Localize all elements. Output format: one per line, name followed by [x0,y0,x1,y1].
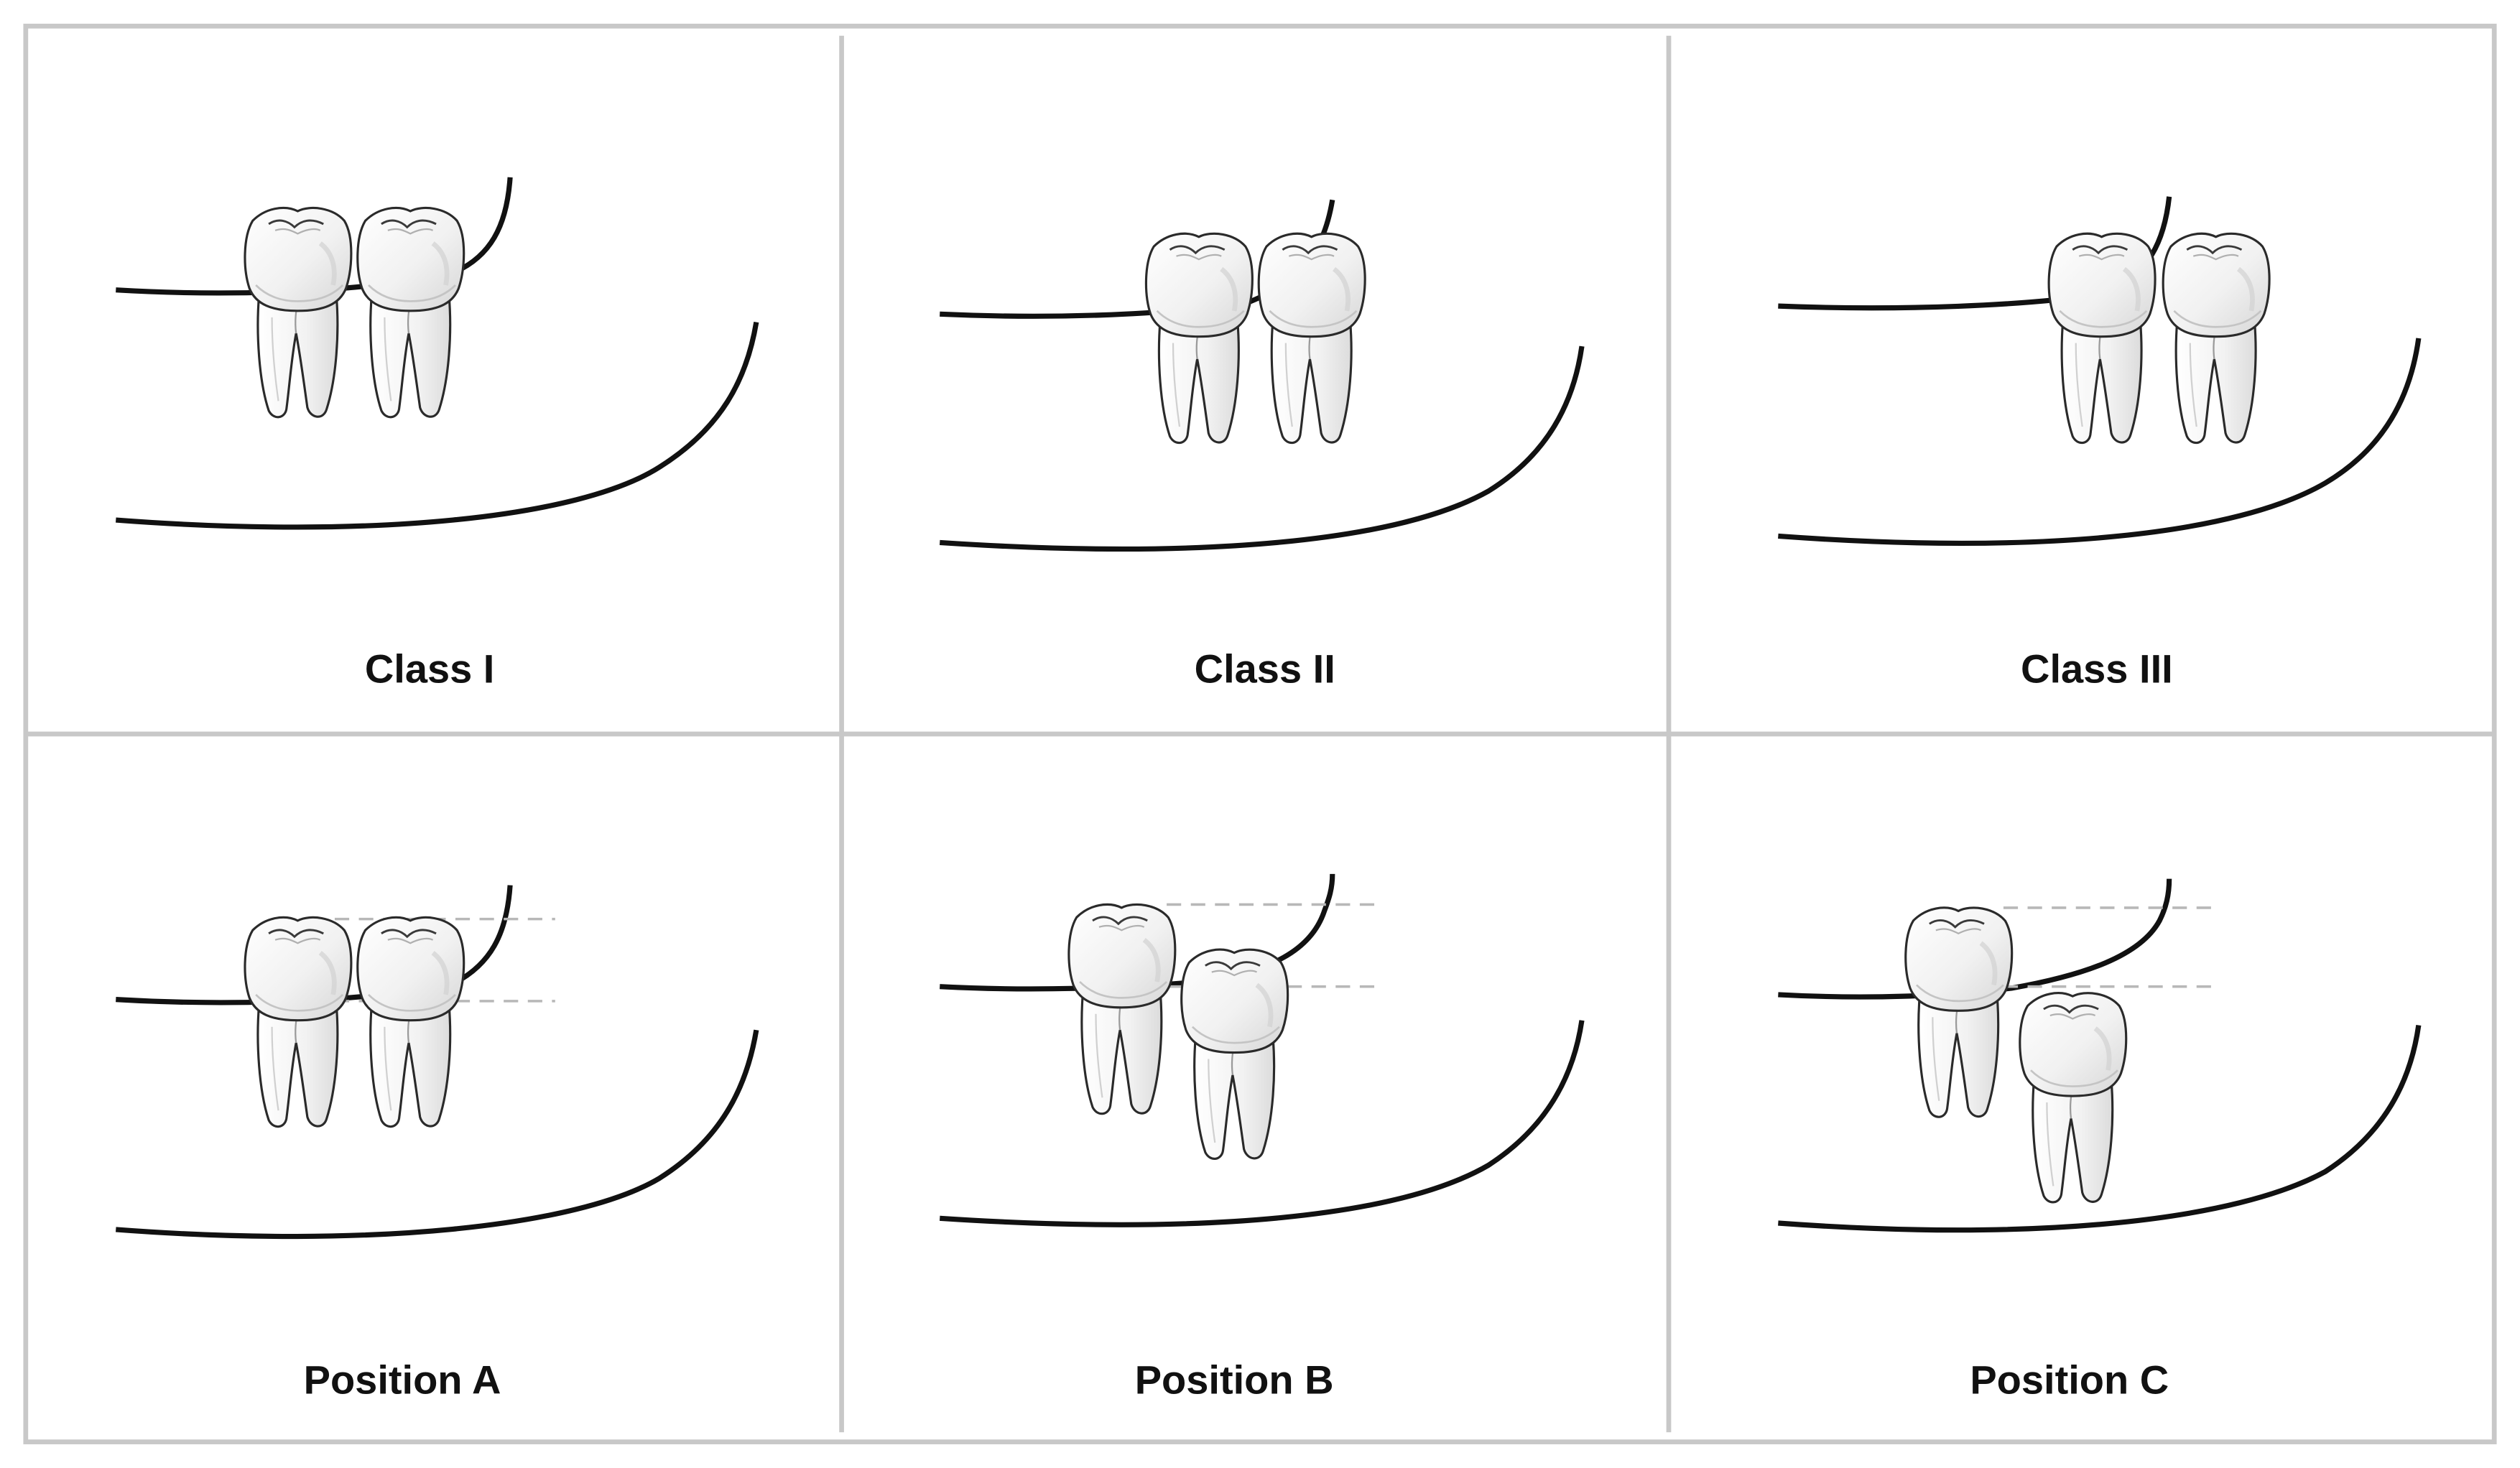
panel-position-c: Position C [1778,878,2422,1402]
mandible-lower-border [939,1020,1585,1227]
panel-label: Position A [304,1357,501,1402]
occlusal-ramus-line [1778,878,2172,1000]
mandible-lower-border [1778,338,2422,546]
panel-position-a: Position A [116,885,759,1402]
molar-tooth-icon [245,917,351,1126]
molar-tooth-icon [245,208,351,417]
panel-class-2: Class II [939,199,1585,691]
molar-tooth-icon [1146,233,1252,442]
panel-position-b: Position B [939,873,1585,1402]
molar-tooth-icon [2049,233,2155,442]
molar-tooth-icon [358,917,464,1126]
molar-tooth-icon [2163,233,2269,442]
molar-tooth-icon [358,208,464,417]
molar-tooth-icon [1259,233,1365,442]
panel-label: Position B [1135,1357,1334,1402]
mandible-lower-border [939,345,1585,552]
panel-label: Class III [2021,646,2173,691]
mandible-lower-border [116,1029,759,1240]
mandible-lower-border [1778,1024,2422,1233]
panel-class-1: Class I [116,177,759,691]
molar-tooth-icon [1182,949,1288,1158]
panel-class-3: Class III [1778,196,2422,691]
mandible-lower-border [116,321,759,530]
molar-tooth-icon [2020,993,2126,1202]
panel-label: Class II [1195,646,1335,691]
molar-tooth-icon [1069,904,1175,1113]
molar-tooth-icon [1906,908,2012,1117]
panel-label: Class I [365,646,495,691]
panel-label: Position C [1970,1357,2169,1402]
